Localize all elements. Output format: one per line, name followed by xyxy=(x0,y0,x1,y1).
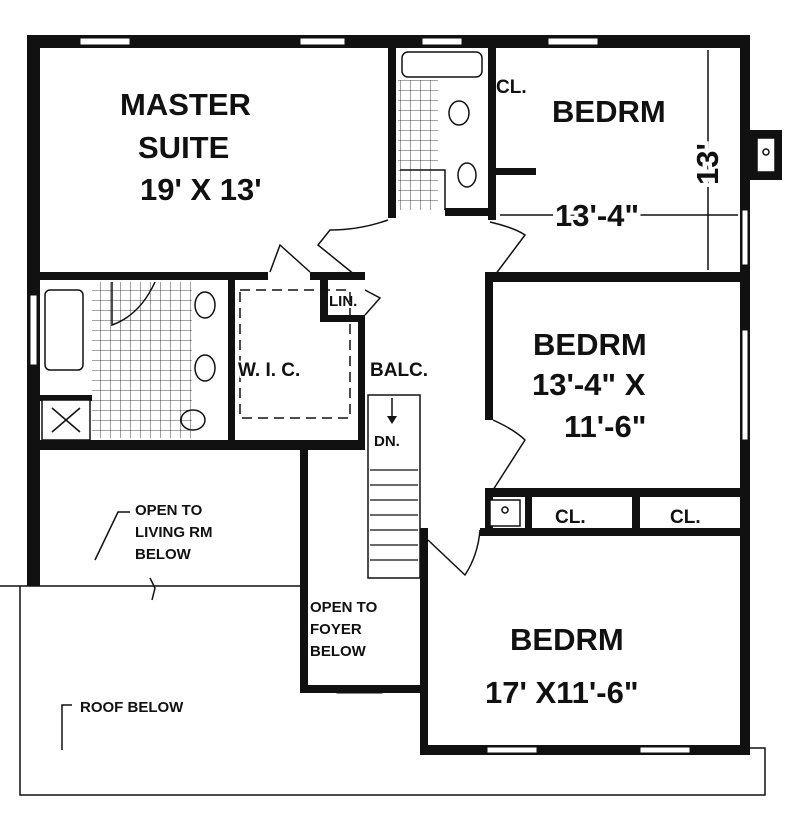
open-living-note: BELOW xyxy=(135,546,192,563)
master-size: 19' X 13' xyxy=(140,172,262,207)
roof-below-note: ROOF BELOW xyxy=(80,699,184,716)
closet-label: CL. xyxy=(496,77,527,98)
open-living-note: LIVING RM xyxy=(135,524,213,541)
sink xyxy=(194,354,216,382)
bedroom-ne-label: BEDRM xyxy=(552,94,666,129)
bedroom-se-size: 17' X11'-6" xyxy=(485,675,639,710)
bedroom-e-size: 13'-4" X xyxy=(532,367,646,402)
arrow-icon xyxy=(94,511,130,561)
toilet xyxy=(448,100,470,126)
master-label: MASTER xyxy=(120,87,251,122)
open-living-note: OPEN TO xyxy=(135,502,203,519)
master-label: SUITE xyxy=(138,130,229,165)
wic-label: W. I. C. xyxy=(238,360,300,381)
wic-shelving xyxy=(239,289,351,419)
open-foyer-note: BELOW xyxy=(310,643,367,660)
interior-walls xyxy=(40,48,740,748)
stairs xyxy=(367,394,421,579)
bathtub xyxy=(44,289,84,371)
dimension-lines xyxy=(500,50,738,270)
fixtures xyxy=(41,51,521,527)
bath-tile xyxy=(398,80,438,210)
bedroom-ne-depth: 13' xyxy=(690,143,725,185)
arrow-icon xyxy=(61,704,72,750)
bedroom-ne-width: 13'-4" xyxy=(555,198,639,233)
open-foyer-note: OPEN TO xyxy=(310,599,378,616)
bathtub xyxy=(401,51,483,78)
sink xyxy=(457,162,477,188)
balcony-label: BALC. xyxy=(370,360,428,381)
bath-tile xyxy=(92,282,192,438)
roof-outline xyxy=(0,585,766,796)
bedroom-e-label: BEDRM xyxy=(533,327,647,362)
break-line-icon xyxy=(149,577,156,601)
closet-label: CL. xyxy=(555,507,586,528)
stairs-down-label: DN. xyxy=(374,433,400,450)
closet-label: CL. xyxy=(670,507,701,528)
bedroom-se-label: BEDRM xyxy=(510,622,624,657)
hvac-chase xyxy=(489,499,521,527)
shower-stall xyxy=(41,399,91,441)
sink xyxy=(194,291,216,319)
linen-label: LIN. xyxy=(329,293,357,310)
bedroom-e-size: 11'-6" xyxy=(564,409,646,444)
open-foyer-note: FOYER xyxy=(310,621,362,638)
